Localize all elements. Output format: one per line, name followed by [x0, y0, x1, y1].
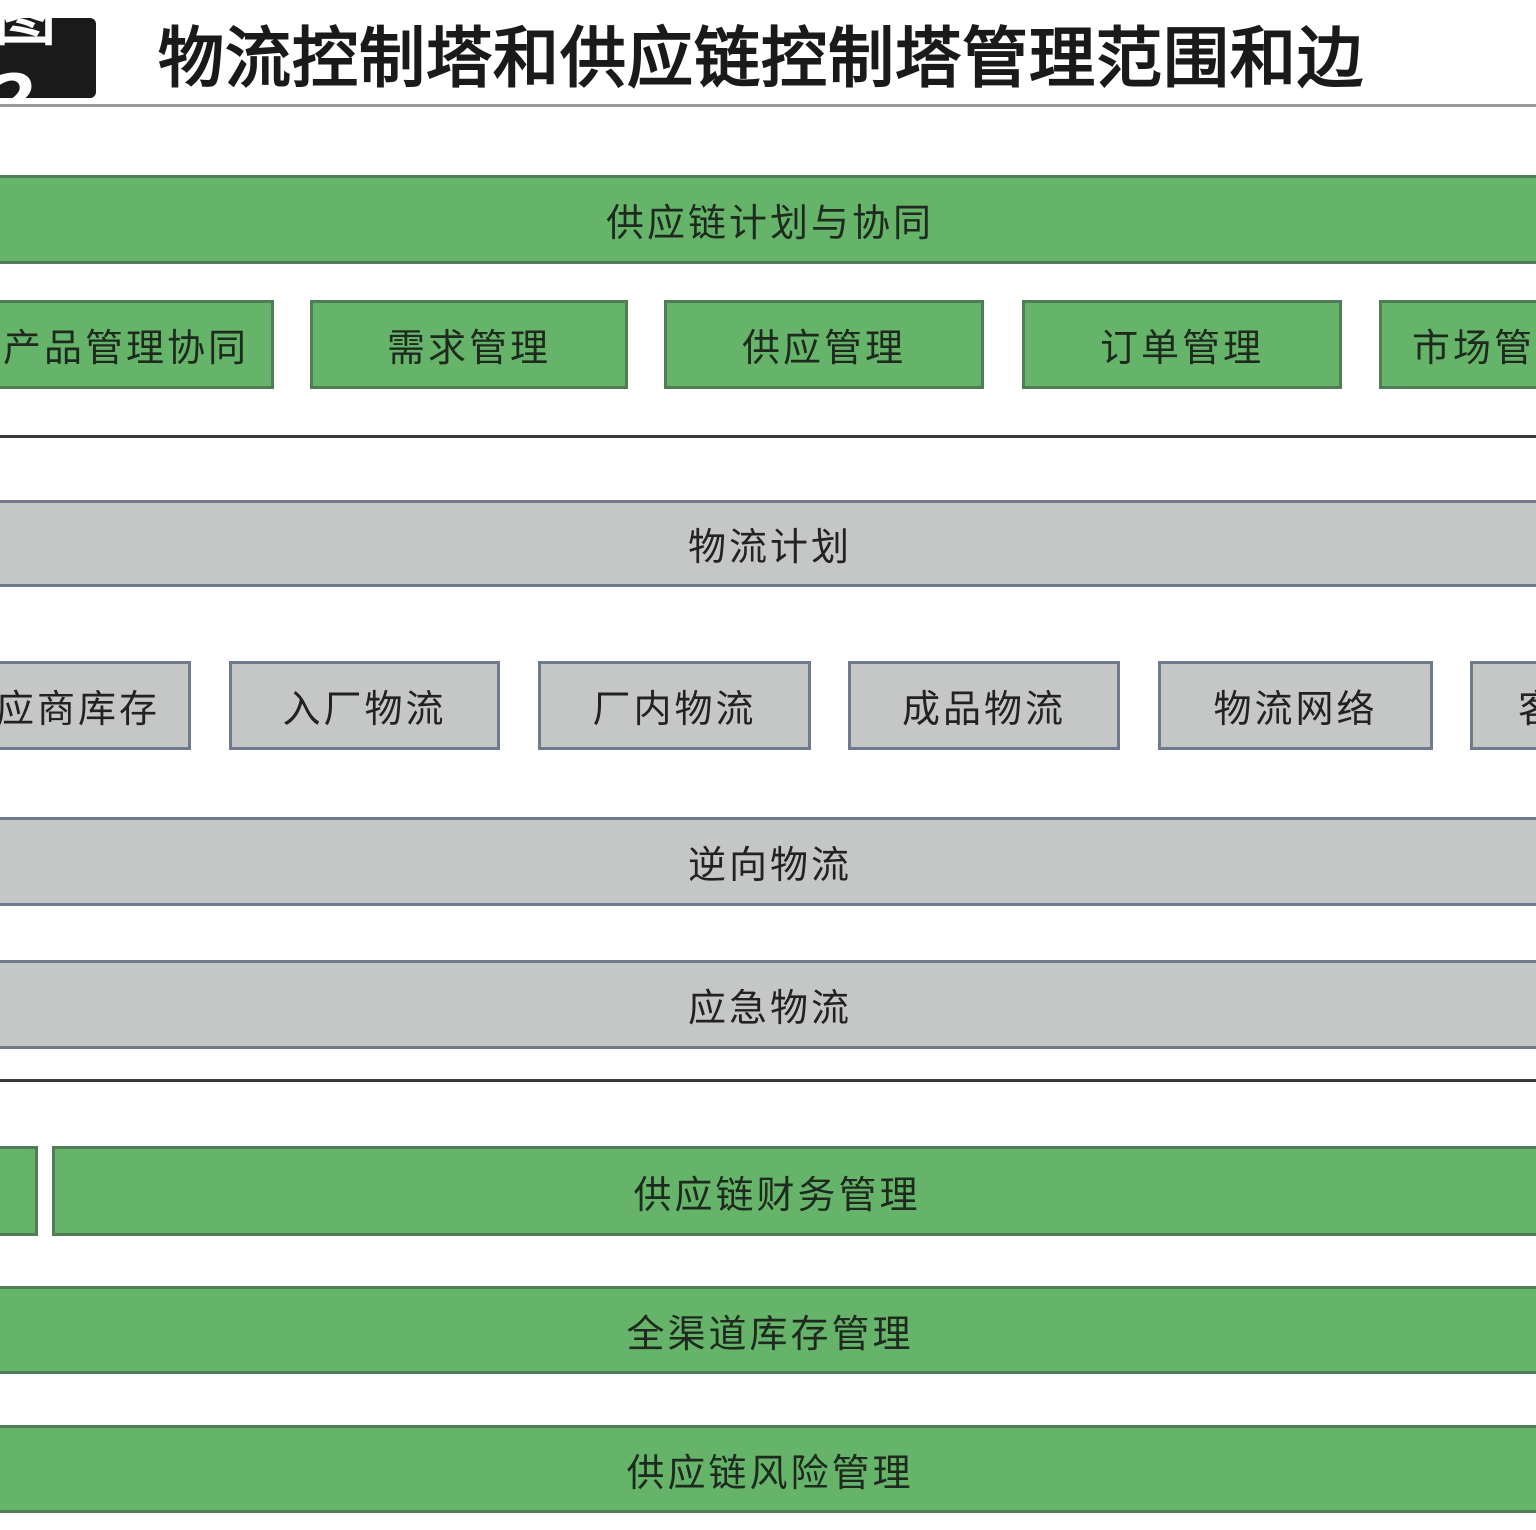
box-order-management: 订单管理	[1022, 300, 1342, 389]
box-clipped-left	[0, 1146, 38, 1236]
divider-upper	[0, 435, 1536, 438]
banner-reverse-logistics: 逆向物流	[0, 817, 1536, 906]
figure-label: 图2	[0, 0, 57, 134]
title-underline	[0, 104, 1536, 107]
figure-label-badge: 图2	[0, 0, 96, 134]
box-inbound-logistics: 入厂物流	[229, 661, 500, 750]
divider-lower	[0, 1079, 1536, 1082]
figure-title: 物流控制塔和供应链控制塔管理范围和边	[158, 20, 1364, 97]
box-product-management: 产品管理协同	[0, 300, 274, 389]
box-customer-logistics: 客	[1470, 661, 1536, 750]
box-demand-management: 需求管理	[310, 300, 628, 389]
banner-logistics-planning: 物流计划	[0, 500, 1536, 587]
box-market-management: 市场管	[1379, 300, 1536, 389]
banner-supply-chain-risk: 供应链风险管理	[0, 1425, 1536, 1513]
banner-omnichannel-inventory: 全渠道库存管理	[0, 1286, 1536, 1374]
box-finished-goods-logistics: 成品物流	[848, 661, 1120, 750]
box-in-plant-logistics: 厂内物流	[538, 661, 811, 750]
box-supplier-inventory: 应商库存	[0, 661, 191, 750]
box-logistics-network: 物流网络	[1158, 661, 1433, 750]
box-supply-management: 供应管理	[664, 300, 984, 389]
banner-supply-chain-planning: 供应链计划与协同	[0, 175, 1536, 264]
banner-emergency-logistics: 应急物流	[0, 960, 1536, 1049]
banner-supply-chain-finance: 供应链财务管理	[52, 1146, 1536, 1236]
